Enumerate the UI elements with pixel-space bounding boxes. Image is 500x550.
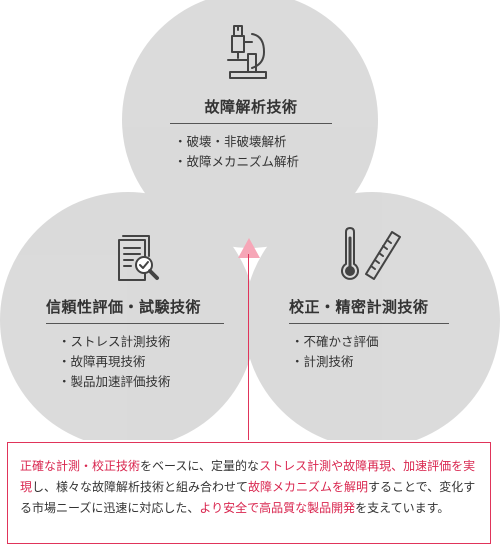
summary-segment: を支えています。 [355, 501, 450, 515]
divider [289, 323, 449, 324]
summary-segment: することで、変化する市場ニーズに迅速に対応した、 [20, 480, 476, 515]
document-magnifier-icon [118, 235, 159, 281]
list-item: 故障メカニズム解析 [174, 152, 332, 172]
list-item: 製品加速評価技術 [58, 372, 224, 392]
divider [170, 123, 332, 124]
summary-segment: し、様々な故障解析技術と組み合わせて [32, 480, 249, 494]
circle-block-calibration: 校正・精密計測技術 不確かさ評価 計測技術 [289, 296, 449, 372]
list-item: 故障再現技術 [58, 352, 224, 372]
list-item: 計測技術 [291, 352, 449, 372]
summary-segment: ストレス計測や故障再現、加速評価を実現 [20, 459, 476, 494]
list-item: ストレス計測技術 [58, 332, 224, 352]
connector-line [248, 254, 249, 440]
bullet-list: 破壊・非破壊解析 故障メカニズム解析 [170, 132, 332, 172]
list-item: 破壊・非破壊解析 [174, 132, 332, 152]
circle-title: 校正・精密計測技術 [289, 298, 429, 316]
circle-right [244, 192, 500, 440]
circle-block-reliability: 信頼性評価・試験技術 ストレス計測技術 故障再現技術 製品加速評価技術 [46, 296, 224, 392]
center-pointer-triangle [238, 238, 260, 258]
circle-block-failure-analysis: 故障解析技術 破壊・非破壊解析 故障メカニズム解析 [170, 96, 332, 172]
bullet-list: 不確かさ評価 計測技術 [289, 332, 449, 372]
microscope-icon [227, 25, 267, 79]
summary-box: 正確な計測・校正技術をベースに、定量的なストレス計測や故障再現、加速評価を実現し… [7, 442, 491, 544]
thermometer-ruler-icon [341, 227, 401, 280]
summary-segment: 故障メカニズムを解明 [248, 480, 369, 494]
summary-segment: より安全で高品質な製品開発 [199, 501, 356, 515]
circle-title: 信頼性評価・試験技術 [46, 298, 202, 316]
circle-title: 故障解析技術 [204, 98, 298, 116]
divider [46, 323, 224, 324]
summary-segment: をベースに、定量的な [140, 459, 260, 473]
list-item: 不確かさ評価 [291, 332, 449, 352]
bullet-list: ストレス計測技術 故障再現技術 製品加速評価技術 [46, 332, 224, 392]
summary-segment: 正確な計測・校正技術 [20, 459, 141, 473]
